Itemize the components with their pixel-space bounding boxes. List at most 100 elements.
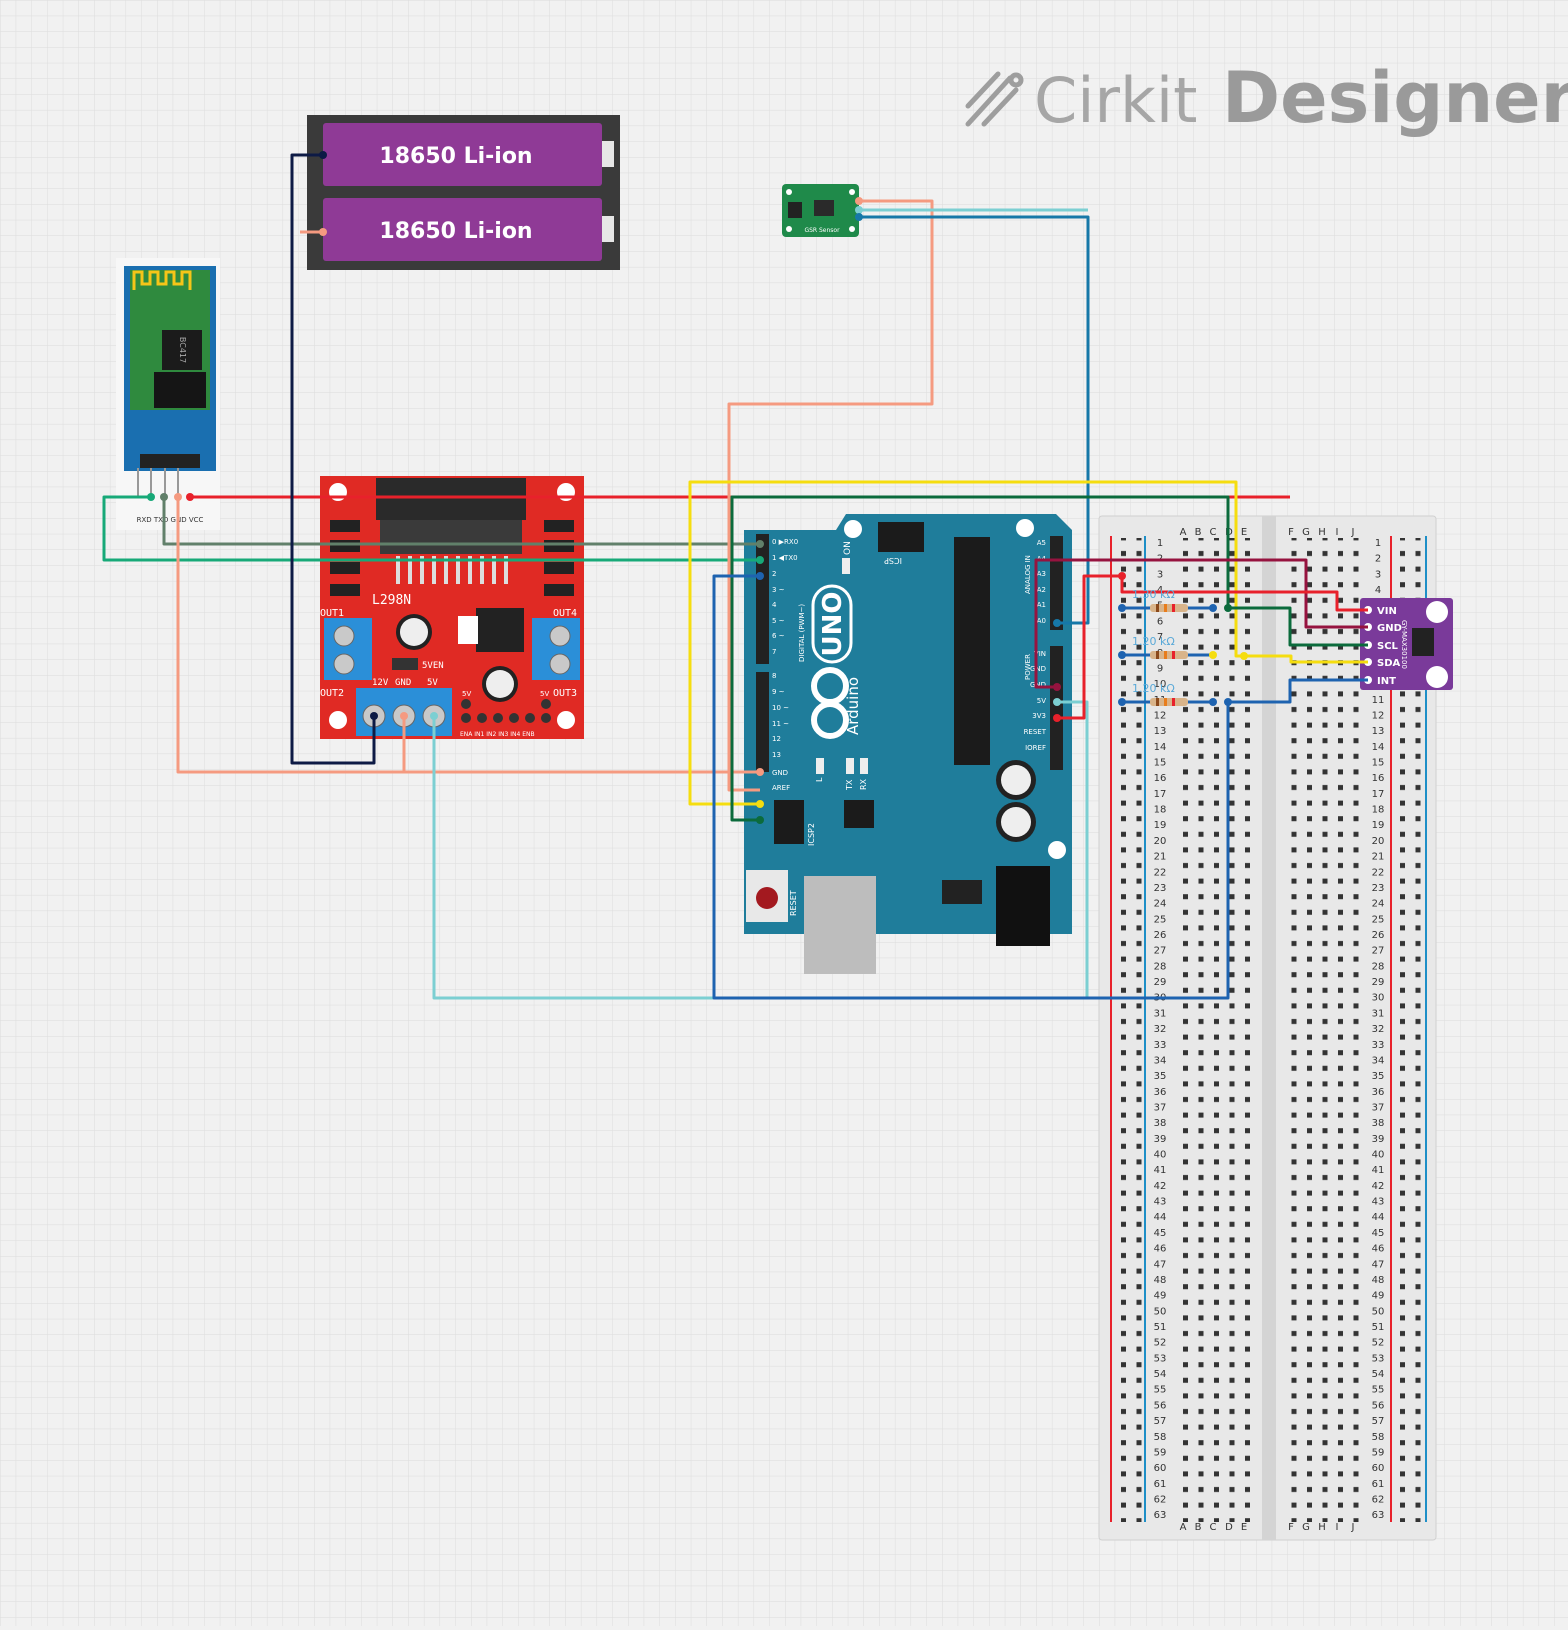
connection-point[interactable] [174,493,182,501]
connection-point[interactable] [400,712,408,720]
breadboard-row-label: 26 [1154,930,1167,941]
connection-point[interactable] [147,493,155,501]
connection-point[interactable] [430,712,438,720]
breadboard-row-label: 18 [1154,805,1167,816]
breadboard-row-label: 2 [1375,554,1381,565]
yellow-sda-wire[interactable] [688,480,1368,806]
breadboard-row-label: 23 [1372,883,1385,894]
breadboard-row-label: 41 [1372,1165,1385,1176]
arduino-digital-pin-label: 5 ~ [772,617,785,625]
sensor-pin-label: SDA [1377,658,1401,669]
bt-rx-to-d0-wire[interactable] [162,497,760,546]
arduino-digital-pin-label: 11 ~ [772,720,789,728]
connection-point[interactable] [756,572,764,580]
breadboard-row-label: 62 [1372,1494,1385,1505]
driver-5ven-label: 5VEN [422,661,444,671]
connection-point[interactable] [1053,714,1061,722]
breadboard-row-label: 34 [1372,1055,1385,1066]
driver-5v-small2: 5V [540,690,549,698]
connection-point[interactable] [1118,604,1126,612]
connection-point[interactable] [1053,619,1061,627]
connection-point[interactable] [160,493,168,501]
dark-green-scl-wire[interactable] [730,495,1368,822]
breadboard-row-label: 11 [1372,695,1385,706]
resistor[interactable] [1150,698,1188,706]
breadboard-col-label: E [1241,527,1247,538]
battery-cell-bottom [323,198,602,261]
connection-point[interactable] [1224,698,1232,706]
arduino-power-pin-label: RESET [1024,728,1047,736]
arduino-digital-pin-label: 13 [772,751,781,759]
connection-point[interactable] [186,493,194,501]
connection-point[interactable] [1118,572,1126,580]
connection-point[interactable] [319,151,327,159]
connection-point[interactable] [756,768,764,776]
gsr-vcc-wire[interactable] [727,199,934,792]
connection-point[interactable] [756,800,764,808]
breadboard-row-label: 45 [1154,1228,1167,1239]
breadboard-row-label: 22 [1154,867,1167,878]
breadboard-row-label: 15 [1154,758,1167,769]
connection-point[interactable] [370,712,378,720]
connection-point[interactable] [319,228,327,236]
connection-point[interactable] [1053,698,1061,706]
breadboard-row-label: 51 [1154,1322,1167,1333]
resistor[interactable] [1150,651,1188,659]
breadboard-row-label: 53 [1154,1353,1167,1364]
connection-point[interactable] [1053,683,1061,691]
breadboard-row-label: 1 [1157,538,1163,549]
connection-point[interactable] [1240,652,1248,660]
connection-point[interactable] [1209,651,1217,659]
connection-point[interactable] [855,197,863,205]
gsr-sig-to-a0-wire[interactable] [859,215,1090,625]
brand-designer: Designer [1222,57,1568,139]
resistor[interactable] [1150,604,1188,612]
reset-button[interactable] [756,887,778,909]
breadboard-row-label: 55 [1372,1385,1385,1396]
breadboard-col-label: J [1351,1522,1355,1533]
connection-point[interactable] [855,206,863,214]
breadboard-col-label: D [1225,1522,1233,1533]
breadboard-col-label: I [1336,1522,1339,1533]
arduino-analog-pin-label: A3 [1037,570,1046,578]
connection-point[interactable] [756,540,764,548]
breadboard-row-label: 13 [1372,726,1385,737]
breadboard-row-label: 27 [1372,946,1385,957]
breadboard-row-label: 54 [1372,1369,1385,1380]
arduino-analog-label: ANALOG IN [1024,555,1032,594]
breadboard-col-label: A [1180,1522,1187,1533]
breadboard-row-label: 16 [1372,773,1385,784]
arduino-analog-pin-label: A1 [1037,601,1046,609]
connection-point[interactable] [1118,698,1126,706]
bt-gnd-to-gnd-wire[interactable] [176,497,760,774]
driver-5v-label: 5V [427,678,438,688]
connection-point[interactable] [855,213,863,221]
red-vin-wire[interactable] [1057,574,1368,720]
sensor-pin-label: SCL [1377,641,1399,652]
breadboard-row-label: 19 [1154,820,1167,831]
battery-neg-to-gnd-wire[interactable] [290,153,376,765]
maroon-gnd-wire[interactable] [1034,558,1368,689]
breadboard-row-label: 41 [1154,1165,1167,1176]
connection-point[interactable] [1209,604,1217,612]
breadboard-row-label: 14 [1372,742,1385,753]
connection-point[interactable] [756,816,764,824]
connection-point[interactable] [1118,651,1126,659]
breadboard-col-label: H [1318,527,1326,538]
motor-driver-l298n: L298N OUT1 OUT4 OUT2 OUT3 12V GND 5V 5VE… [320,476,584,739]
breadboard-row-label: 58 [1372,1432,1385,1443]
connection-point[interactable] [756,556,764,564]
breadboard-row-label: 29 [1372,977,1385,988]
resistor-band [1156,651,1159,659]
bt-tx-to-d1-wire[interactable] [102,495,760,562]
bluetooth-chip-label: BC417 [178,337,187,363]
connection-point[interactable] [1209,698,1217,706]
breadboard-row-label: 56 [1154,1400,1167,1411]
breadboard-row-label: 45 [1372,1228,1385,1239]
arduino-digital-pin-label: 8 [772,672,776,680]
breadboard-row-label: 63 [1154,1510,1167,1521]
breadboard-row-label: 47 [1372,1259,1385,1270]
connection-point[interactable] [1224,604,1232,612]
